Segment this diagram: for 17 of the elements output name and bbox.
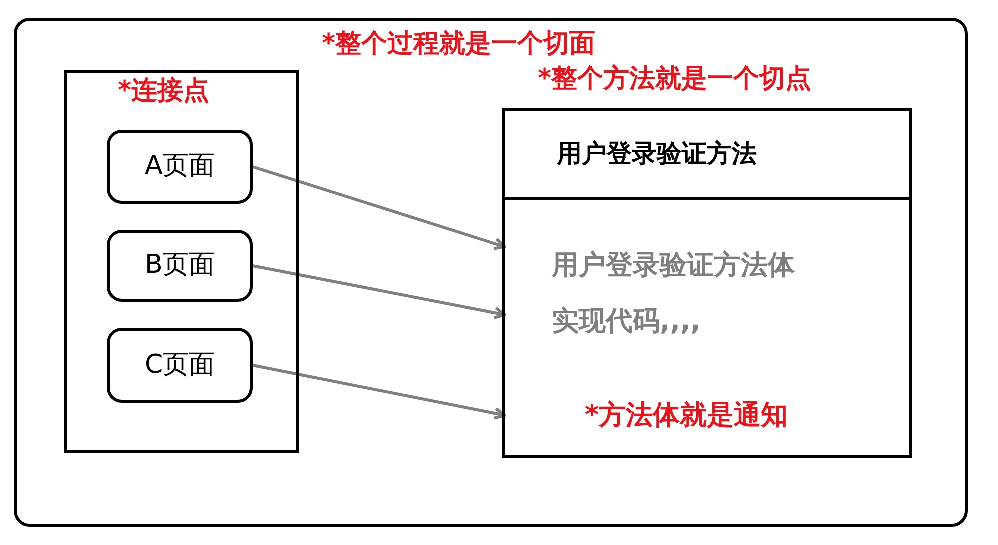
box-heading: *整个方法就是一个切点 xyxy=(538,65,812,95)
page-box xyxy=(107,230,253,302)
box-label: A页面 xyxy=(145,152,215,182)
box-label: C页面 xyxy=(145,350,216,380)
panel-heading: *连接点 xyxy=(118,77,210,107)
arrow xyxy=(252,166,506,250)
arrow xyxy=(252,264,506,320)
arrow xyxy=(252,364,506,420)
outer-frame xyxy=(14,18,968,527)
page-box xyxy=(107,328,253,403)
body-text: 用户登录验证方法体实现代码,,,, xyxy=(552,249,796,339)
note-text: *方法体就是通知 xyxy=(585,400,788,432)
joinpoint-panel xyxy=(64,70,299,453)
heading-text: *整个过程就是一个切面 xyxy=(322,30,596,60)
page-box xyxy=(107,130,253,204)
header-text: 用户登录验证方法 xyxy=(557,140,757,169)
box-label: B页面 xyxy=(145,251,215,281)
